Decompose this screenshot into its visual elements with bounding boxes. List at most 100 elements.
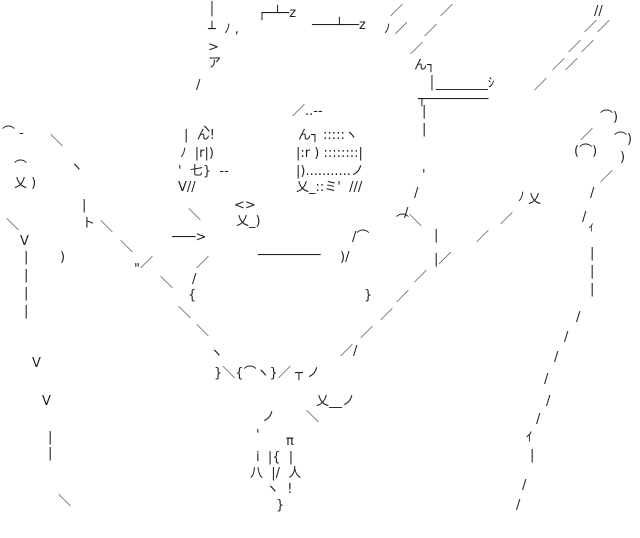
art-fragment: / <box>192 272 197 287</box>
art-fragment: | ん! <box>184 128 215 143</box>
art-fragment: | <box>24 286 29 301</box>
art-fragment: ／ <box>580 128 594 143</box>
art-fragment: ／ <box>476 230 490 245</box>
art-fragment: / <box>414 186 419 201</box>
art-fragment: )/ <box>340 250 350 265</box>
art-fragment: ／ <box>380 308 394 323</box>
art-fragment: }＼{⌒ヽ}／ ┬ ノ <box>214 366 320 381</box>
art-fragment: ＼ <box>160 276 174 291</box>
art-fragment: ｨ <box>588 220 595 235</box>
art-fragment: | <box>48 430 53 445</box>
art-fragment: ) <box>620 150 626 165</box>
art-fragment: ん┐ <box>414 58 435 73</box>
art-fragment: ／ <box>140 256 154 271</box>
art-fragment: ┬──────── <box>418 92 489 107</box>
art-fragment: " <box>134 262 140 277</box>
art-fragment: | <box>24 250 29 265</box>
art-fragment: ／ <box>440 4 454 19</box>
art-fragment: i |{ | <box>256 450 294 465</box>
art-fragment: / <box>554 350 559 365</box>
art-fragment: ／ <box>360 326 374 341</box>
art-fragment: ／ <box>396 290 410 305</box>
art-fragment: <> <box>234 198 256 213</box>
art-fragment: ＼ <box>100 220 114 235</box>
art-fragment: / <box>564 330 569 345</box>
art-fragment: | <box>48 446 53 461</box>
art-fragment: / <box>544 372 549 387</box>
art-fragment: ヽ ! <box>266 482 293 497</box>
art-fragment: ┌─┴─z <box>258 6 297 21</box>
art-fragment: ' 七} -- <box>178 164 229 179</box>
art-fragment: V// <box>178 180 196 195</box>
art-fragment: ヽ <box>200 122 214 137</box>
art-fragment: 乂_::ミ' /// <box>296 180 363 195</box>
art-fragment: / <box>590 186 595 201</box>
art-fragment: } <box>364 288 373 303</box>
art-fragment: ⌒ <box>14 160 28 175</box>
art-fragment: / <box>576 310 581 325</box>
art-fragment: ア <box>208 56 222 71</box>
art-fragment: ﾉ <box>518 190 525 205</box>
art-fragment: ──────── <box>258 248 321 263</box>
art-fragment: ／／ <box>584 20 611 35</box>
art-fragment: /⌒ <box>352 230 370 245</box>
art-fragment: ／ <box>410 42 424 57</box>
art-fragment: ノ <box>262 410 276 425</box>
art-fragment: 乂_) <box>236 214 261 229</box>
art-fragment: ／ <box>390 4 404 19</box>
art-fragment: / <box>522 478 527 493</box>
art-fragment: ＼ <box>196 324 210 339</box>
art-fragment: ﾉ |r|) <box>180 146 214 161</box>
art-fragment: ／／ <box>552 58 579 73</box>
art-fragment: } <box>276 498 285 513</box>
art-fragment: ⌒ - <box>2 126 24 141</box>
art-fragment: π <box>286 434 294 449</box>
art-fragment: ＼ <box>58 494 72 509</box>
art-fragment: ／ <box>500 212 514 227</box>
art-fragment: ／ <box>414 270 428 285</box>
art-fragment: ) <box>60 250 66 265</box>
art-fragment: 乂 <box>528 192 542 207</box>
art-fragment: / <box>196 78 201 93</box>
art-fragment: 乂__ノ <box>316 394 356 409</box>
art-fragment: ト <box>82 216 96 231</box>
art-fragment: | <box>422 104 427 119</box>
art-fragment: ／ <box>196 256 210 271</box>
art-fragment: │________ｼ <box>428 76 495 91</box>
art-fragment: { <box>188 288 197 303</box>
art-fragment: │ <box>208 2 216 17</box>
art-fragment: ヽ <box>70 160 84 175</box>
art-fragment: ┴ ﾉ , <box>208 22 239 37</box>
art-fragment: (⌒) <box>574 144 598 159</box>
art-fragment: ｲ <box>526 430 533 445</box>
art-fragment: ⌒) <box>614 132 633 147</box>
art-fragment: ⌒＼ <box>396 214 423 229</box>
art-fragment: ＼ <box>50 134 64 149</box>
art-fragment: ⌒) <box>600 110 619 125</box>
art-fragment: | <box>590 246 595 261</box>
art-fragment: / <box>582 210 587 225</box>
art-fragment: ───> <box>172 230 207 245</box>
art-fragment: ＼ <box>6 218 20 233</box>
art-fragment: > <box>208 40 219 55</box>
art-fragment: ／ <box>534 78 548 93</box>
art-fragment: ヽ <box>210 346 224 361</box>
art-fragment: ／ <box>600 170 614 185</box>
art-fragment: ' <box>422 168 426 183</box>
art-fragment: // <box>594 4 603 19</box>
art-fragment: ───┴──z <box>312 18 366 33</box>
art-fragment: |:r ) ::::::::| <box>296 146 363 161</box>
art-fragment: | <box>590 264 595 279</box>
art-fragment: ＼ <box>306 410 320 425</box>
art-fragment: V <box>20 234 29 249</box>
art-fragment: V <box>32 356 41 371</box>
art-fragment: |)...........ノ <box>296 164 364 179</box>
art-fragment: / <box>536 412 541 427</box>
art-fragment: | <box>590 282 595 297</box>
art-fragment: ／／ <box>568 40 595 55</box>
art-fragment: ＼ <box>120 240 134 255</box>
art-fragment: / <box>546 394 551 409</box>
art-fragment: | <box>24 304 29 319</box>
art-fragment: V <box>42 394 51 409</box>
